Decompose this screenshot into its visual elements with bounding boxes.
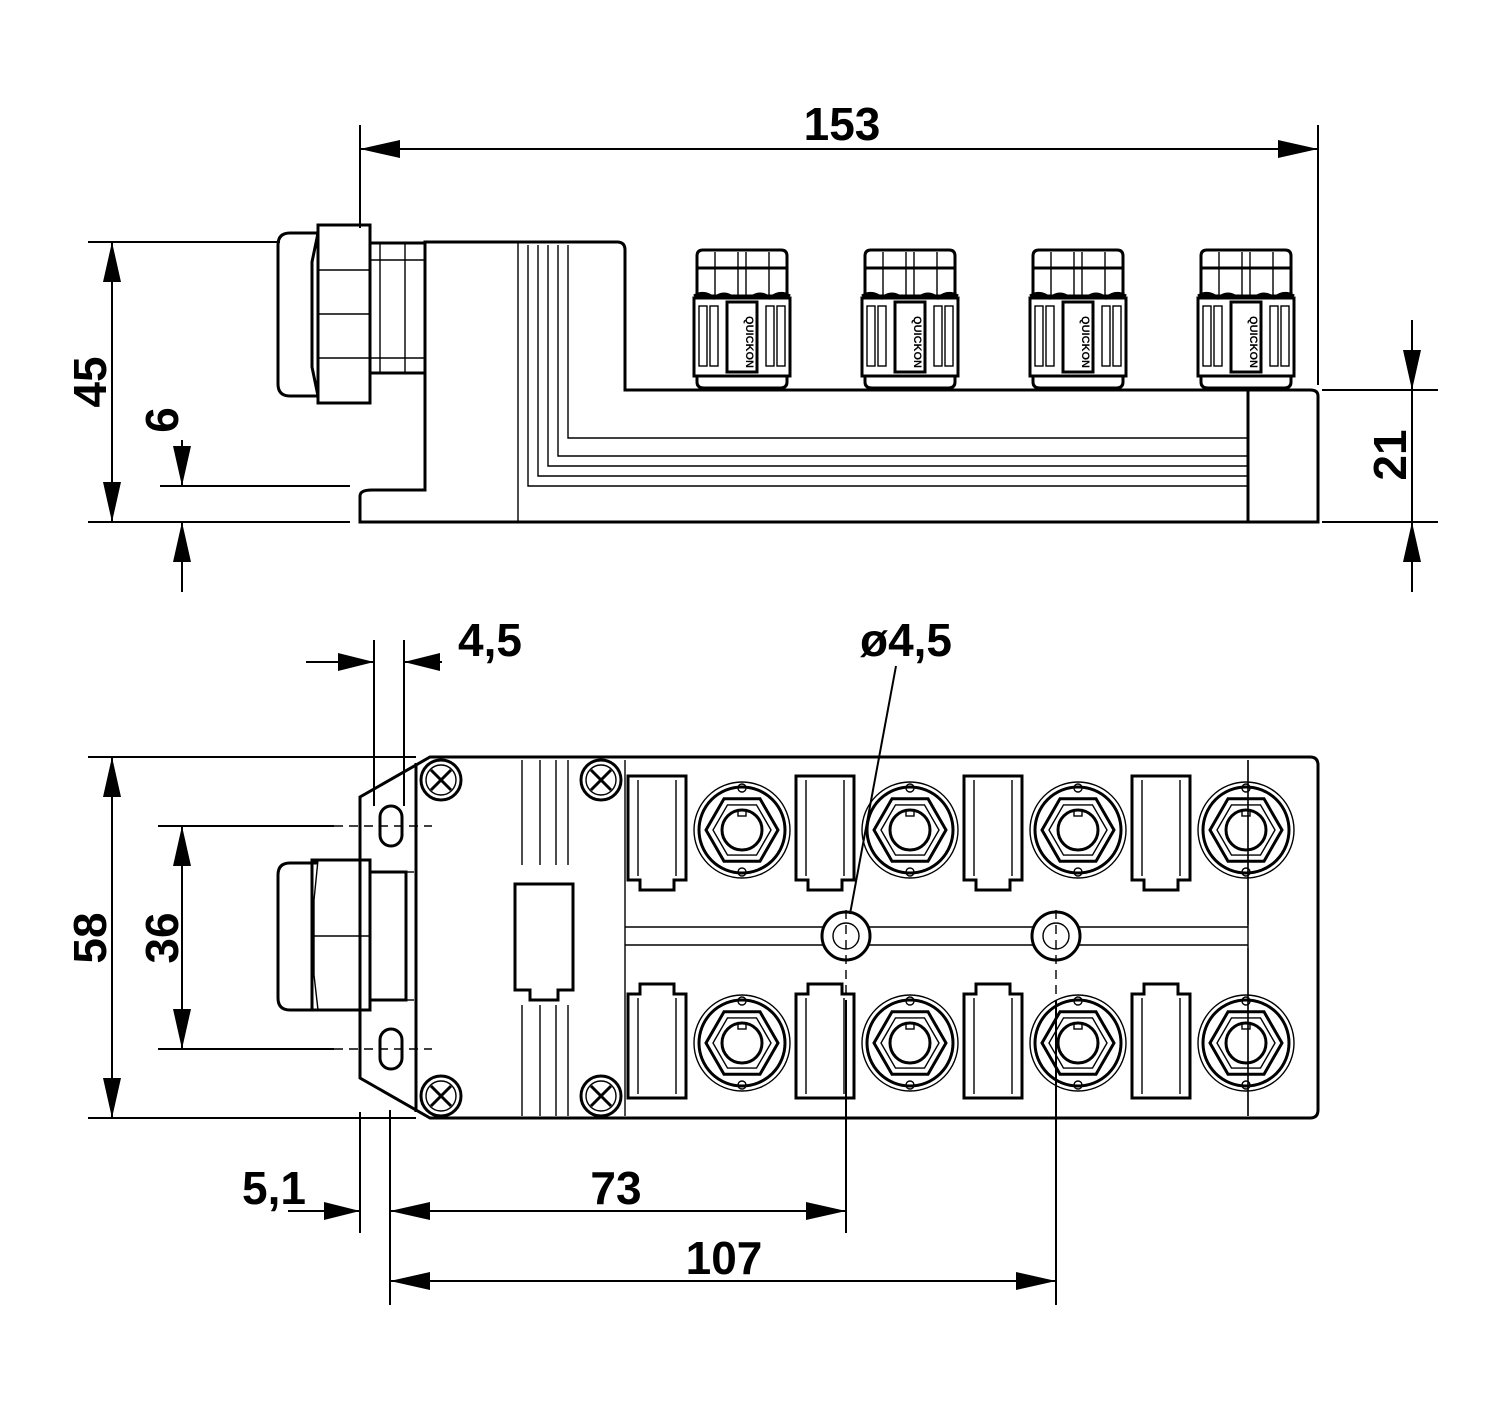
screw-top-left <box>419 758 463 802</box>
svg-text:4,5: 4,5 <box>458 614 522 666</box>
svg-text:153: 153 <box>804 98 881 150</box>
central-ribs <box>513 760 575 1116</box>
dimension-overall-width: 58 <box>64 757 121 1118</box>
side-base <box>358 240 1320 524</box>
dimension-slot-width: 4,5 <box>306 614 522 671</box>
dimension-body-height: 21 <box>1364 320 1421 592</box>
svg-text:ø4,5: ø4,5 <box>860 614 952 666</box>
screw-top-right <box>579 758 623 802</box>
screw-bottom-left <box>419 1074 463 1118</box>
label-slot <box>1130 982 1192 1100</box>
port-connector <box>860 780 960 880</box>
svg-text:107: 107 <box>686 1232 763 1284</box>
port-connector <box>1028 993 1128 1093</box>
dimension-offset: 5,1 <box>242 1162 360 1220</box>
dimension-overall-length: 153 <box>360 98 1318 158</box>
label-slot <box>626 774 688 892</box>
top-cable-gland <box>276 858 414 1012</box>
screw-bottom-right <box>579 1074 623 1118</box>
side-view: QUICKON QUICKON QUICKON QUICKON 153 <box>64 98 1438 592</box>
dimension-overall-height: 45 <box>64 242 121 522</box>
side-connector-2: QUICKON <box>860 248 960 390</box>
label-slot <box>794 774 856 892</box>
port-connector <box>1196 780 1296 880</box>
dimension-hole-diameter: ø4,5 <box>849 614 952 915</box>
svg-text:6: 6 <box>136 407 188 433</box>
label-slot <box>962 774 1024 892</box>
side-connector-4: QUICKON <box>1196 248 1296 390</box>
label-slot <box>1130 774 1192 892</box>
svg-text:58: 58 <box>64 912 116 963</box>
label-slot <box>962 982 1024 1100</box>
port-connector <box>1028 780 1128 880</box>
dimension-base-height: 6 <box>136 407 191 592</box>
svg-text:QUICKON: QUICKON <box>1247 316 1259 368</box>
port-connector <box>692 780 792 880</box>
dimension-hole-spacing: 36 <box>136 826 191 1049</box>
side-cable-gland <box>276 223 427 405</box>
port-connector <box>692 993 792 1093</box>
svg-text:21: 21 <box>1364 429 1416 480</box>
mounting-hole-1 <box>820 910 872 962</box>
port-connector <box>1196 993 1296 1093</box>
svg-text:QUICKON: QUICKON <box>911 316 923 368</box>
port-connector <box>860 993 960 1093</box>
svg-text:QUICKON: QUICKON <box>743 316 755 368</box>
side-connector-1: QUICKON <box>692 248 792 390</box>
dimension-hole2-distance: 107 <box>390 1232 1056 1290</box>
mounting-hole-2 <box>1030 910 1082 962</box>
label-slot <box>626 982 688 1100</box>
side-ribs <box>527 245 1248 487</box>
svg-text:45: 45 <box>64 356 116 407</box>
top-body-outline <box>358 755 1320 1120</box>
dimension-hole1-distance: 73 <box>390 1162 846 1220</box>
svg-text:5,1: 5,1 <box>242 1162 306 1214</box>
svg-text:36: 36 <box>136 912 188 963</box>
svg-text:QUICKON: QUICKON <box>1079 316 1091 368</box>
side-connector-3: QUICKON <box>1028 248 1128 390</box>
svg-text:73: 73 <box>590 1162 641 1214</box>
top-view: 4,5 ø4,5 58 36 5,1 <box>64 614 1320 1305</box>
